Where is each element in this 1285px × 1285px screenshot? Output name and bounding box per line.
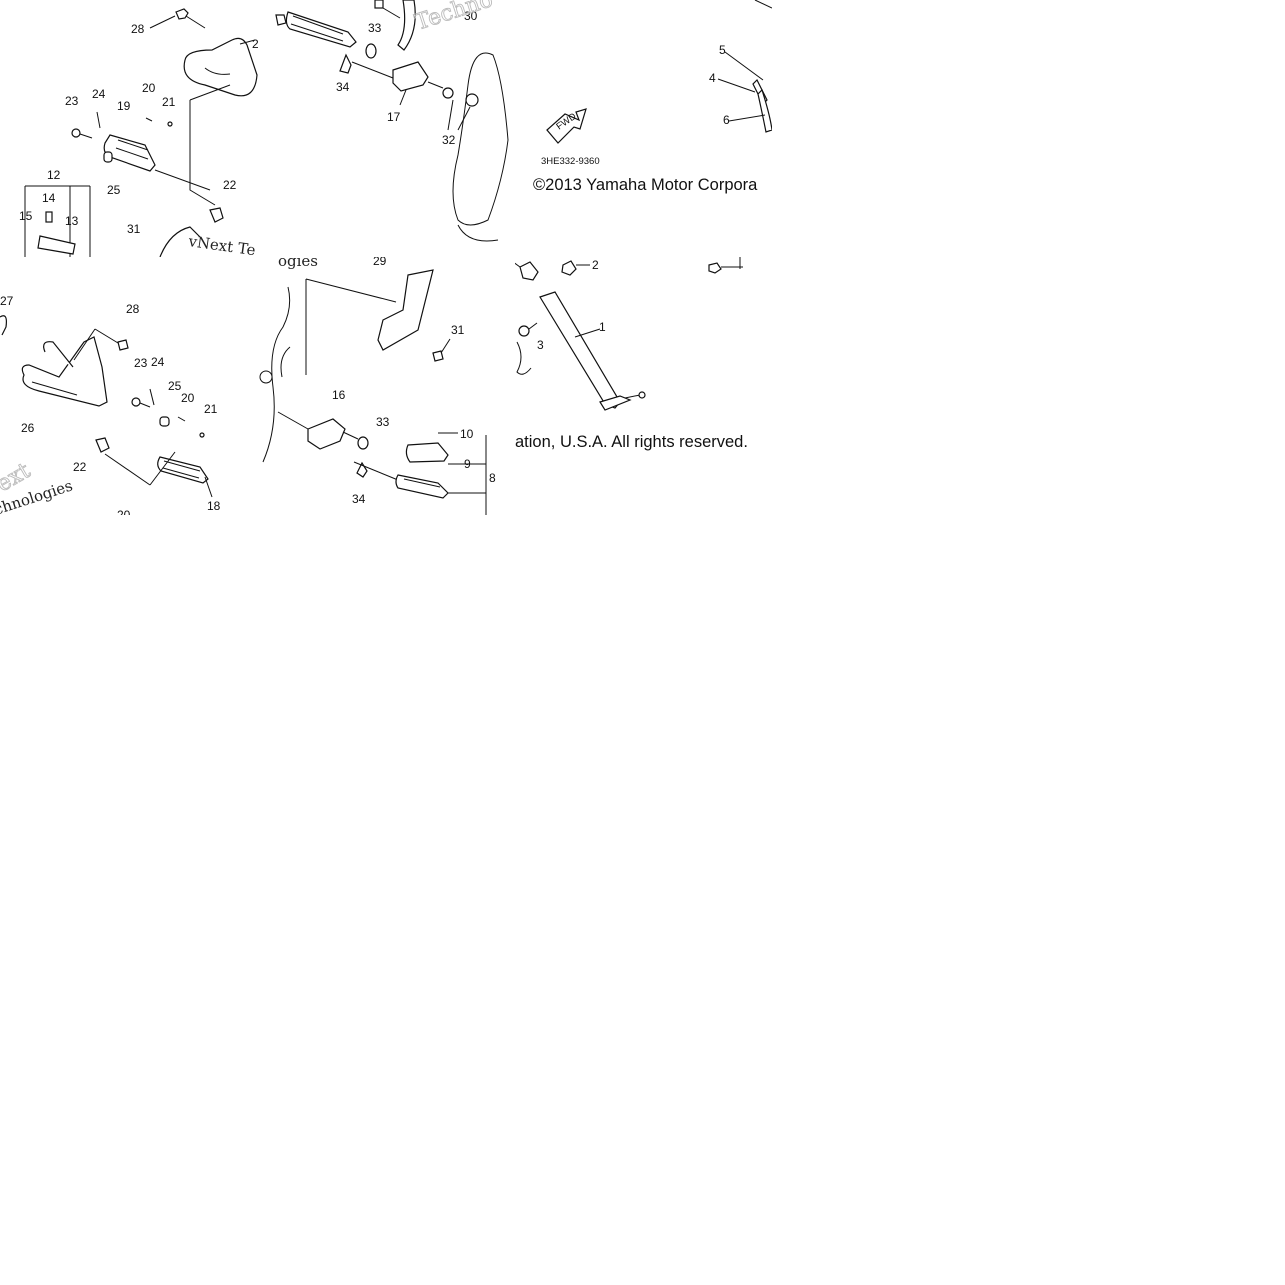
callout-labels: 7 2 1 3 xyxy=(537,258,606,352)
callout-labels: 5 4 6 xyxy=(709,43,730,127)
diagram-tile-bottom-right: 7 2 1 3 ation, U.S.A. All rights reserve… xyxy=(515,257,772,515)
callout-label: 34 xyxy=(352,492,366,506)
callout-label: 31 xyxy=(451,323,465,337)
diagram-tile-bottom-middle: 29 31 16 33 10 9 8 34 ogies xyxy=(258,257,515,515)
callout-label: 29 xyxy=(373,257,387,268)
callout-label: 23 xyxy=(65,94,79,108)
callout-label: 2 xyxy=(592,258,599,272)
callout-label: 18 xyxy=(207,499,221,513)
callout-labels: 29 31 16 33 10 9 8 34 xyxy=(332,257,496,506)
callout-label: 28 xyxy=(126,302,140,316)
callout-label: 8 xyxy=(489,471,496,485)
watermark-text: vNext Te xyxy=(186,232,256,257)
callout-label: 21 xyxy=(162,95,176,109)
callout-label: 28 xyxy=(131,22,145,36)
callout-label: 25 xyxy=(107,183,121,197)
footrest-holder-drawing: 33 30 34 17 32 Techno xyxy=(275,0,509,242)
callout-label: 16 xyxy=(332,388,346,402)
callout-label: 33 xyxy=(368,21,382,35)
callout-labels: 33 30 34 17 32 xyxy=(336,9,478,147)
part-code: 3HE332-9360 xyxy=(541,156,600,167)
diagram-tile-top-left: 28 2 20 21 23 24 19 25 22 12 14 13 15 31… xyxy=(0,0,258,257)
callout-label: 24 xyxy=(92,87,106,101)
watermark-text: Techno xyxy=(412,0,496,36)
callout-label: 22 xyxy=(223,178,237,192)
callout-label: 22 xyxy=(73,460,87,474)
callout-label: 27 xyxy=(0,294,14,308)
diagram-tile-bottom-left: 27 28 23 24 25 20 21 26 22 18 20 ext chn… xyxy=(0,257,258,515)
callout-label: 10 xyxy=(460,427,474,441)
callout-label: 4 xyxy=(709,71,716,85)
callout-label: 30 xyxy=(464,9,478,23)
sidestand-drawing: 7 2 1 3 xyxy=(515,257,743,411)
heel-guard-drawing: 29 31 16 33 10 9 8 34 ogies xyxy=(259,257,496,515)
watermark-text: ogies xyxy=(278,257,318,270)
callout-label: 13 xyxy=(65,214,79,228)
callout-label: 20 xyxy=(117,508,131,515)
copyright-tail-text: ation, U.S.A. All rights reserved. xyxy=(515,433,748,451)
copyright-text: ©2013 Yamaha Motor Corpora xyxy=(533,176,758,194)
sidestand-spring-drawing: FWD 3HE332-9360 5 4 6 xyxy=(541,0,772,167)
diagram-tile-top-right: FWD 3HE332-9360 5 4 6 ©2013 Yamaha Motor… xyxy=(515,0,772,257)
callout-label: 6 xyxy=(723,113,730,127)
callout-label: 23 xyxy=(134,356,148,370)
callout-label: 32 xyxy=(442,133,456,147)
callout-label: 25 xyxy=(168,379,182,393)
callout-label: 2 xyxy=(252,37,258,51)
callout-label: 20 xyxy=(142,81,156,95)
callout-label: 21 xyxy=(204,402,218,416)
callout-label: 24 xyxy=(151,355,165,369)
fwd-arrow-icon: FWD xyxy=(546,108,587,144)
callout-label: 14 xyxy=(42,191,56,205)
diagram-tile-top-middle: 33 30 34 17 32 Techno xyxy=(258,0,515,257)
callout-labels: 27 28 23 24 25 20 21 26 22 18 20 xyxy=(0,294,221,515)
callout-label: 5 xyxy=(719,43,726,57)
callout-label: 33 xyxy=(376,415,390,429)
callout-label: 34 xyxy=(336,80,350,94)
callout-label: 15 xyxy=(19,209,33,223)
callout-label: 1 xyxy=(599,320,606,334)
callout-labels: 28 2 20 21 23 24 19 25 22 12 14 13 15 31 xyxy=(19,22,258,236)
callout-label: 31 xyxy=(127,222,141,236)
callout-label: 17 xyxy=(387,110,401,124)
callout-label: 3 xyxy=(537,338,544,352)
callout-label: 12 xyxy=(47,168,61,182)
footrest-bracket-drawing: 28 2 20 21 23 24 19 25 22 12 14 13 15 31… xyxy=(19,8,258,257)
callout-label: 20 xyxy=(181,391,195,405)
callout-label: 9 xyxy=(464,457,471,471)
callout-label: 19 xyxy=(117,99,131,113)
callout-label: 26 xyxy=(21,421,35,435)
rear-footrest-drawing: 27 28 23 24 25 20 21 26 22 18 20 ext chn… xyxy=(0,294,221,515)
